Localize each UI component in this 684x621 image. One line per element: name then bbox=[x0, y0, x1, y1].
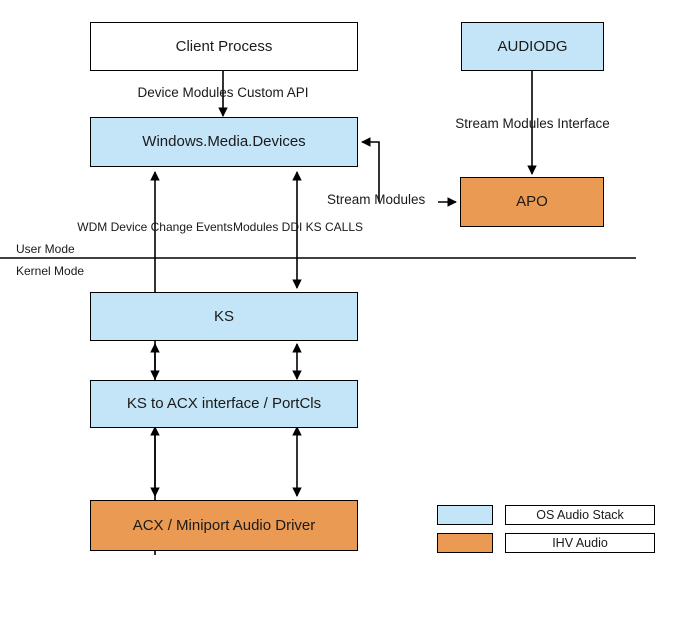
legend-item-os-audio-stack-label: OS Audio Stack bbox=[536, 508, 624, 522]
node-client-process-label: Client Process bbox=[175, 37, 273, 55]
legend-item-ihv-audio-label: IHV Audio bbox=[552, 536, 608, 550]
node-ks-to-acx-interface-label: KS to ACX interface / PortCls bbox=[126, 395, 322, 413]
node-audiodg-label: AUDIODG bbox=[497, 37, 568, 55]
node-ks-label: KS bbox=[213, 307, 234, 325]
legend-swatch-os-audio-stack bbox=[437, 505, 493, 525]
edge-label-modules-ddi-ks-calls: Modules DDI KS CALLS bbox=[232, 220, 364, 234]
node-ks[interactable]: KS bbox=[90, 292, 358, 341]
edge-label-wdm-device-change-events: WDM Device Change Events bbox=[77, 220, 233, 234]
legend-item-ihv-audio: IHV Audio bbox=[505, 533, 655, 553]
node-acx-miniport-audio-driver[interactable]: ACX / Miniport Audio Driver bbox=[90, 500, 358, 551]
kernel-mode-label: Kernel Mode bbox=[16, 264, 85, 278]
node-apo-label: APO bbox=[516, 193, 548, 211]
user-mode-label: User Mode bbox=[16, 242, 75, 256]
edge-label-stream-modules-interface: Stream Modules Interface bbox=[455, 116, 610, 131]
edge-label-stream-modules: Stream Modules bbox=[327, 192, 426, 207]
node-client-process[interactable]: Client Process bbox=[90, 22, 358, 71]
legend-item-os-audio-stack: OS Audio Stack bbox=[505, 505, 655, 525]
legend-swatch-ihv-audio bbox=[437, 533, 493, 553]
node-windows-media-devices-label: Windows.Media.Devices bbox=[142, 133, 306, 151]
edge-label-device-modules-custom-api: Device Modules Custom API bbox=[137, 85, 309, 100]
node-acx-miniport-audio-driver-label: ACX / Miniport Audio Driver bbox=[132, 516, 316, 534]
node-audiodg[interactable]: AUDIODG bbox=[461, 22, 604, 71]
node-windows-media-devices[interactable]: Windows.Media.Devices bbox=[90, 117, 358, 167]
node-apo[interactable]: APO bbox=[460, 177, 604, 227]
node-ks-to-acx-interface[interactable]: KS to ACX interface / PortCls bbox=[90, 380, 358, 428]
